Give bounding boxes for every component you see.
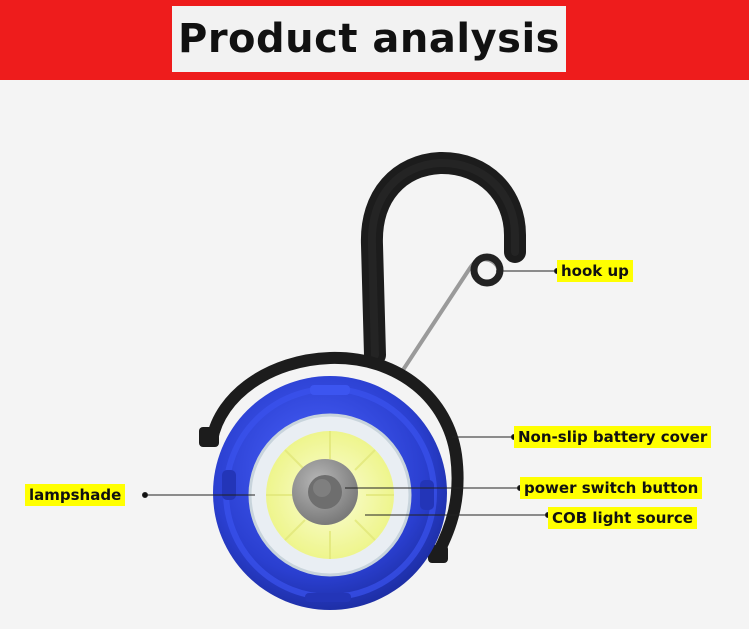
- power-switch: [292, 459, 358, 525]
- label-hook-up: hook up: [557, 260, 633, 282]
- frame-arc: [199, 351, 464, 563]
- label-cob-light: COB light source: [548, 507, 697, 529]
- label-power-switch: power switch button: [520, 477, 703, 499]
- page-title: Product analysis: [178, 16, 560, 62]
- label-lampshade: lampshade: [25, 484, 126, 506]
- title-box: Product analysis: [172, 6, 566, 72]
- carabiner-hook: [360, 151, 526, 372]
- header-banner: Product analysis: [0, 0, 749, 80]
- label-battery-cover: Non-slip battery cover: [514, 426, 712, 448]
- cob-segments: [266, 431, 394, 559]
